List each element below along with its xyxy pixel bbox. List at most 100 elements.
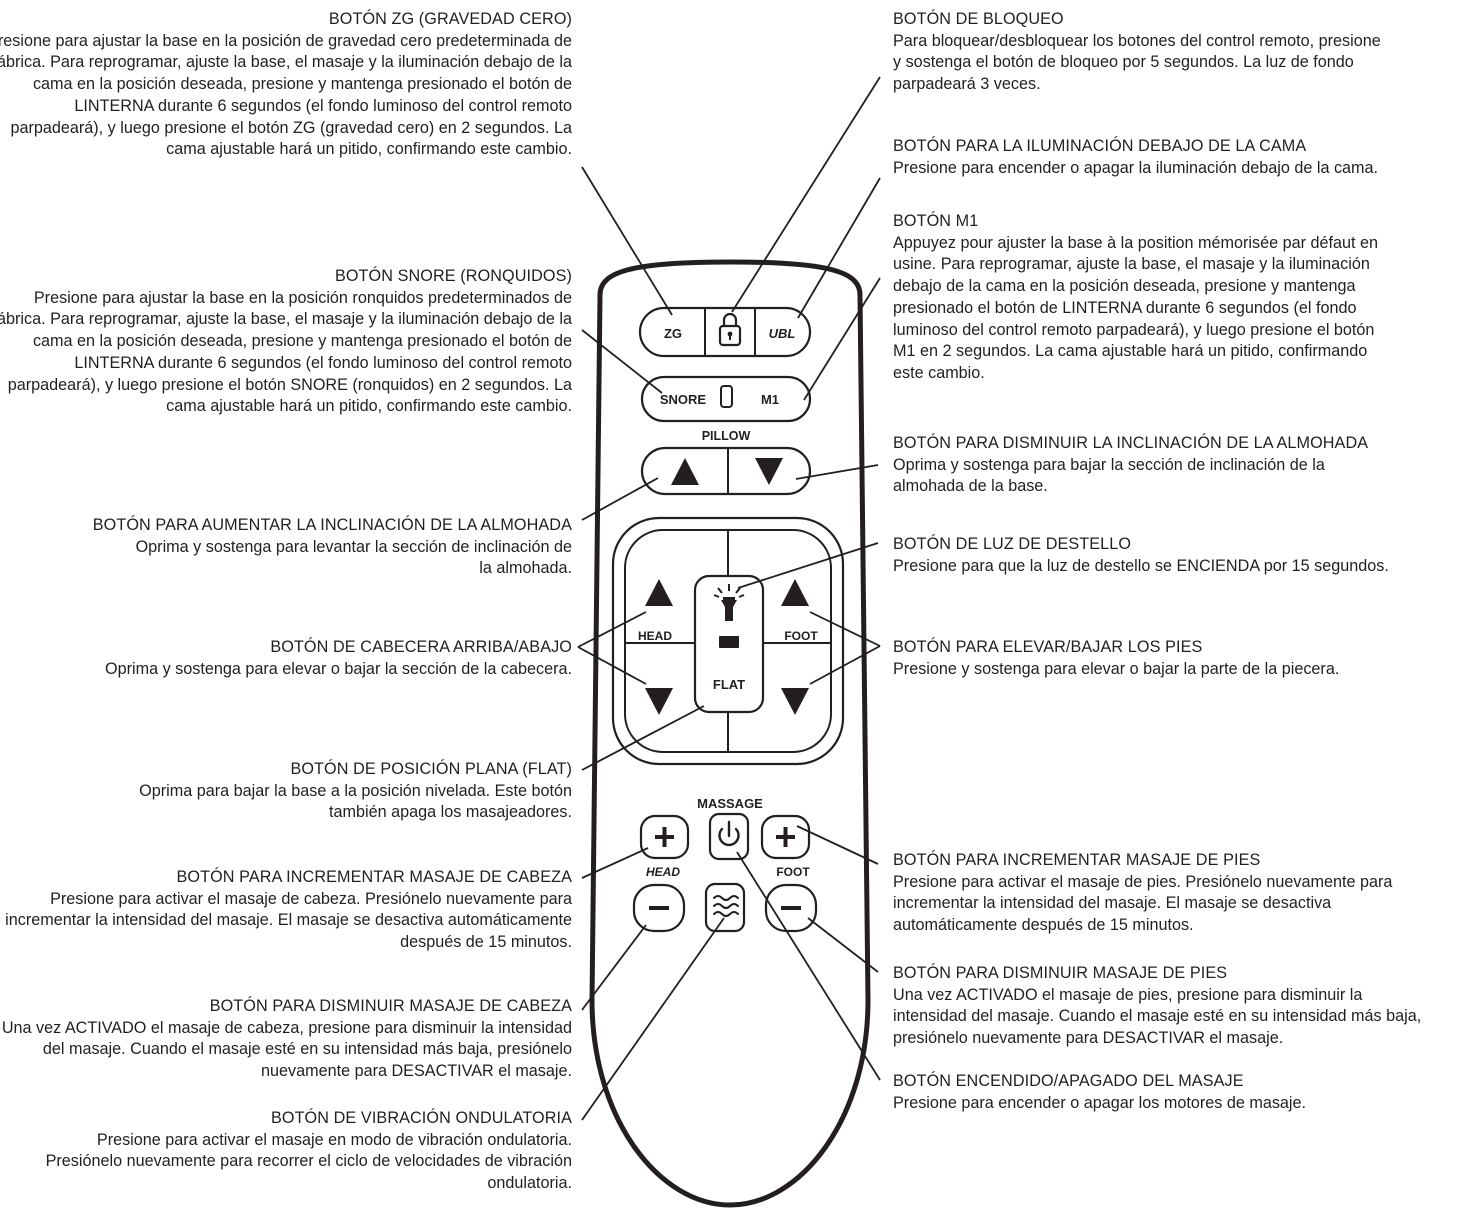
massage-head-minus-outline [632, 883, 686, 933]
leader-pillow-down [795, 464, 879, 480]
annotation-title: BOTÓN PARA INCREMENTAR MASAJE DE PIES [893, 851, 1261, 869]
pillow-label: PILLOW [702, 429, 751, 443]
leader-head-massage-up [581, 847, 649, 879]
flat-center-button [693, 574, 765, 714]
annotation-title: BOTÓN DE BLOQUEO [893, 10, 1064, 28]
indicator-light [719, 636, 739, 648]
annotation-title: BOTÓN DE VIBRACIÓN ONDULATORIA [270, 1109, 572, 1127]
annotation-flat: BOTÓN DE POSICIÓN PLANA (FLAT) Oprima pa… [0, 759, 572, 824]
annotation-title: BOTÓN DE LUZ DE DESTELLO [893, 535, 1132, 553]
pillow-up-triangle-icon [671, 458, 699, 485]
annotation-title: BOTÓN PARA ELEVAR/BAJAR LOS PIES [893, 638, 1203, 656]
leader-m1 [803, 277, 881, 401]
wave-icon [713, 895, 739, 917]
annotation-foot-massage-down: BOTÓN PARA DISMINUIR MASAJE DE PIES Una … [893, 963, 1423, 1050]
head-up-triangle-icon [645, 579, 673, 606]
massage-foot-minus-outline [764, 883, 818, 933]
annotation-snore: BOTÓN SNORE (RONQUIDOS) Presione para aj… [0, 266, 572, 418]
annotation-body: Oprima para bajar la base a la posición … [139, 781, 572, 822]
annotation-title: BOTÓN SNORE (RONQUIDOS) [334, 267, 572, 285]
annotation-title: BOTÓN PARA INCREMENTAR MASAJE DE CABEZA [176, 868, 572, 886]
m1-button-label: M1 [761, 392, 779, 407]
annotation-flashlight: BOTÓN DE LUZ DE DESTELLO Presione para q… [893, 534, 1453, 577]
annotation-title: BOTÓN PARA DISMINUIR LA INCLINACIÓN DE L… [893, 434, 1369, 452]
minus-icon [649, 906, 669, 910]
annotation-title: BOTÓN ZG (GRAVEDAD CERO) [328, 10, 572, 28]
leader-ubl [797, 177, 881, 319]
annotation-zg: BOTÓN ZG (GRAVEDAD CERO) Presione para a… [0, 9, 572, 161]
foot-down-triangle-icon [781, 688, 809, 715]
leader-flashlight [737, 542, 879, 589]
annotation-foot: BOTÓN PARA ELEVAR/BAJAR LOS PIES Presion… [893, 637, 1433, 680]
annotation-lock: BOTÓN DE BLOQUEO Para bloquear/desbloque… [893, 9, 1393, 96]
head-down-triangle-icon [645, 688, 673, 715]
annotation-wave: BOTÓN DE VIBRACIÓN ONDULATORIA Presione … [0, 1108, 572, 1195]
leader-foot-massage-down [807, 917, 879, 973]
annotation-body: Oprima y sostenga para bajar la sección … [893, 455, 1325, 496]
annotation-m1: BOTÓN M1 Appuyez pour ajuster la base à … [893, 211, 1393, 385]
annotation-title: BOTÓN ENCENDIDO/APAGADO DEL MASAJE [893, 1072, 1244, 1090]
annotation-body: Presione para activar el masaje de pies.… [893, 872, 1393, 935]
annotation-foot-massage-up: BOTÓN PARA INCREMENTAR MASAJE DE PIES Pr… [893, 850, 1423, 937]
massage-head-label: HEAD [646, 865, 680, 879]
annotation-body: Una vez ACTIVADO el masaje de cabeza, pr… [1, 1018, 572, 1081]
foot-label: FOOT [784, 629, 818, 643]
remote-outline [589, 259, 871, 1208]
leader-flat [581, 705, 705, 771]
leader-foot-up [809, 611, 881, 647]
snore-button-label: SNORE [660, 392, 707, 407]
annotation-body: Presione para encender o apagar la ilumi… [893, 158, 1379, 177]
plus-icon [776, 827, 795, 847]
annotation-title: BOTÓN DE CABECERA ARRIBA/ABAJO [270, 638, 572, 656]
leader-pillow-up [581, 477, 659, 521]
massage-foot-plus-outline [760, 814, 811, 860]
annotation-power: BOTÓN ENCENDIDO/APAGADO DEL MASAJE Presi… [893, 1071, 1423, 1114]
power-icon [718, 820, 740, 847]
annotation-head-massage-down: BOTÓN PARA DISMINUIR MASAJE DE CABEZA Un… [0, 996, 572, 1083]
leader-wave [581, 917, 725, 1121]
massage-foot-label: FOOT [776, 865, 810, 879]
annotation-body: Presione para encender o apagar los moto… [893, 1093, 1307, 1112]
annotation-title: BOTÓN DE POSICIÓN PLANA (FLAT) [290, 760, 572, 778]
power-button-outline [708, 812, 750, 861]
annotation-body: Presione para ajustar la base en la posi… [0, 31, 572, 159]
head-label: HEAD [638, 629, 672, 643]
annotation-body: Presione para activar el masaje de cabez… [5, 889, 572, 952]
annotation-body: Appuyez pour ajuster la base à la positi… [893, 233, 1379, 382]
annotation-body: Presione para que la luz de destello se … [893, 556, 1389, 575]
foot-up-triangle-icon [781, 579, 809, 606]
annotation-pillow-up: BOTÓN PARA AUMENTAR LA INCLINACIÓN DE LA… [0, 515, 572, 580]
massage-head-plus-outline [639, 814, 690, 860]
wave-button-outline [704, 882, 746, 933]
flashlight-icon [713, 584, 745, 621]
pillow-down-triangle-icon [755, 458, 783, 485]
flat-label: FLAT [713, 677, 745, 692]
annotation-body: Para bloquear/desbloquear los botones de… [893, 31, 1381, 94]
leader-snore [581, 329, 663, 394]
ubl-button-label: UBL [769, 326, 796, 341]
annotation-title: BOTÓN PARA DISMINUIR MASAJE DE CABEZA [209, 997, 572, 1015]
annotation-title: BOTÓN PARA AUMENTAR LA INCLINACIÓN DE LA… [92, 516, 572, 534]
top-button-row [638, 306, 812, 358]
annotation-title: BOTÓN PARA DISMINUIR MASAJE DE PIES [893, 964, 1228, 982]
snore-m1-row [640, 375, 812, 423]
plus-icon [655, 827, 674, 847]
leader-foot-massage-up [796, 825, 879, 865]
annotation-ubl: BOTÓN PARA LA ILUMINACIÓN DEBAJO DE LA C… [893, 136, 1453, 179]
minus-icon [781, 906, 801, 910]
pillow-row [640, 446, 812, 496]
leader-foot-down [809, 645, 881, 685]
leader-head-massage-down [581, 924, 647, 1011]
annotation-body: Una vez ACTIVADO el masaje de pies, pres… [893, 985, 1422, 1048]
lock-icon [718, 312, 742, 347]
annotation-body: Presione para activar el masaje en modo … [45, 1130, 572, 1193]
leader-lock [731, 76, 881, 313]
leader-head-down [577, 646, 647, 685]
leader-power [736, 851, 881, 1081]
annotation-body: Presione y sostenga para elevar o bajar … [893, 659, 1340, 678]
annotation-head-massage-up: BOTÓN PARA INCREMENTAR MASAJE DE CABEZA … [0, 867, 572, 954]
zg-button-label: ZG [664, 326, 682, 341]
annotation-pillow-down: BOTÓN PARA DISMINUIR LA INCLINACIÓN DE L… [893, 433, 1393, 498]
annotation-head: BOTÓN DE CABECERA ARRIBA/ABAJO Oprima y … [0, 637, 572, 680]
